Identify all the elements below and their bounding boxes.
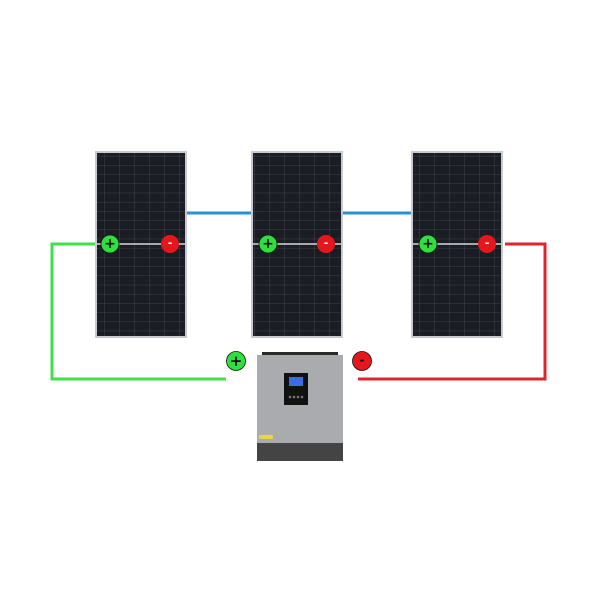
positive-wire [50,242,226,381]
svg-text:+: + [230,352,243,370]
svg-text:+: + [422,236,434,252]
panel-2-negative-terminal: - [317,235,335,253]
inverter [257,352,343,461]
svg-text:-: - [485,237,490,250]
svg-text:-: - [324,237,329,250]
svg-text:+: + [262,236,274,252]
panel-3-negative-terminal: - [478,235,496,253]
panel-1-positive-terminal: + [100,234,120,254]
warning-label-icon [259,435,273,439]
inverter-positive-terminal: + [226,351,246,371]
svg-text:+: + [104,236,116,252]
svg-text:-: - [168,237,173,250]
panel-2-positive-terminal: + [258,234,278,254]
inverter-lcd-screen [289,377,303,386]
svg-text:-: - [360,353,365,367]
panel-1-negative-terminal: - [161,235,179,253]
negative-wire [358,242,547,381]
inverter-negative-terminal: - [352,351,372,371]
panel-3-positive-terminal: + [418,234,438,254]
